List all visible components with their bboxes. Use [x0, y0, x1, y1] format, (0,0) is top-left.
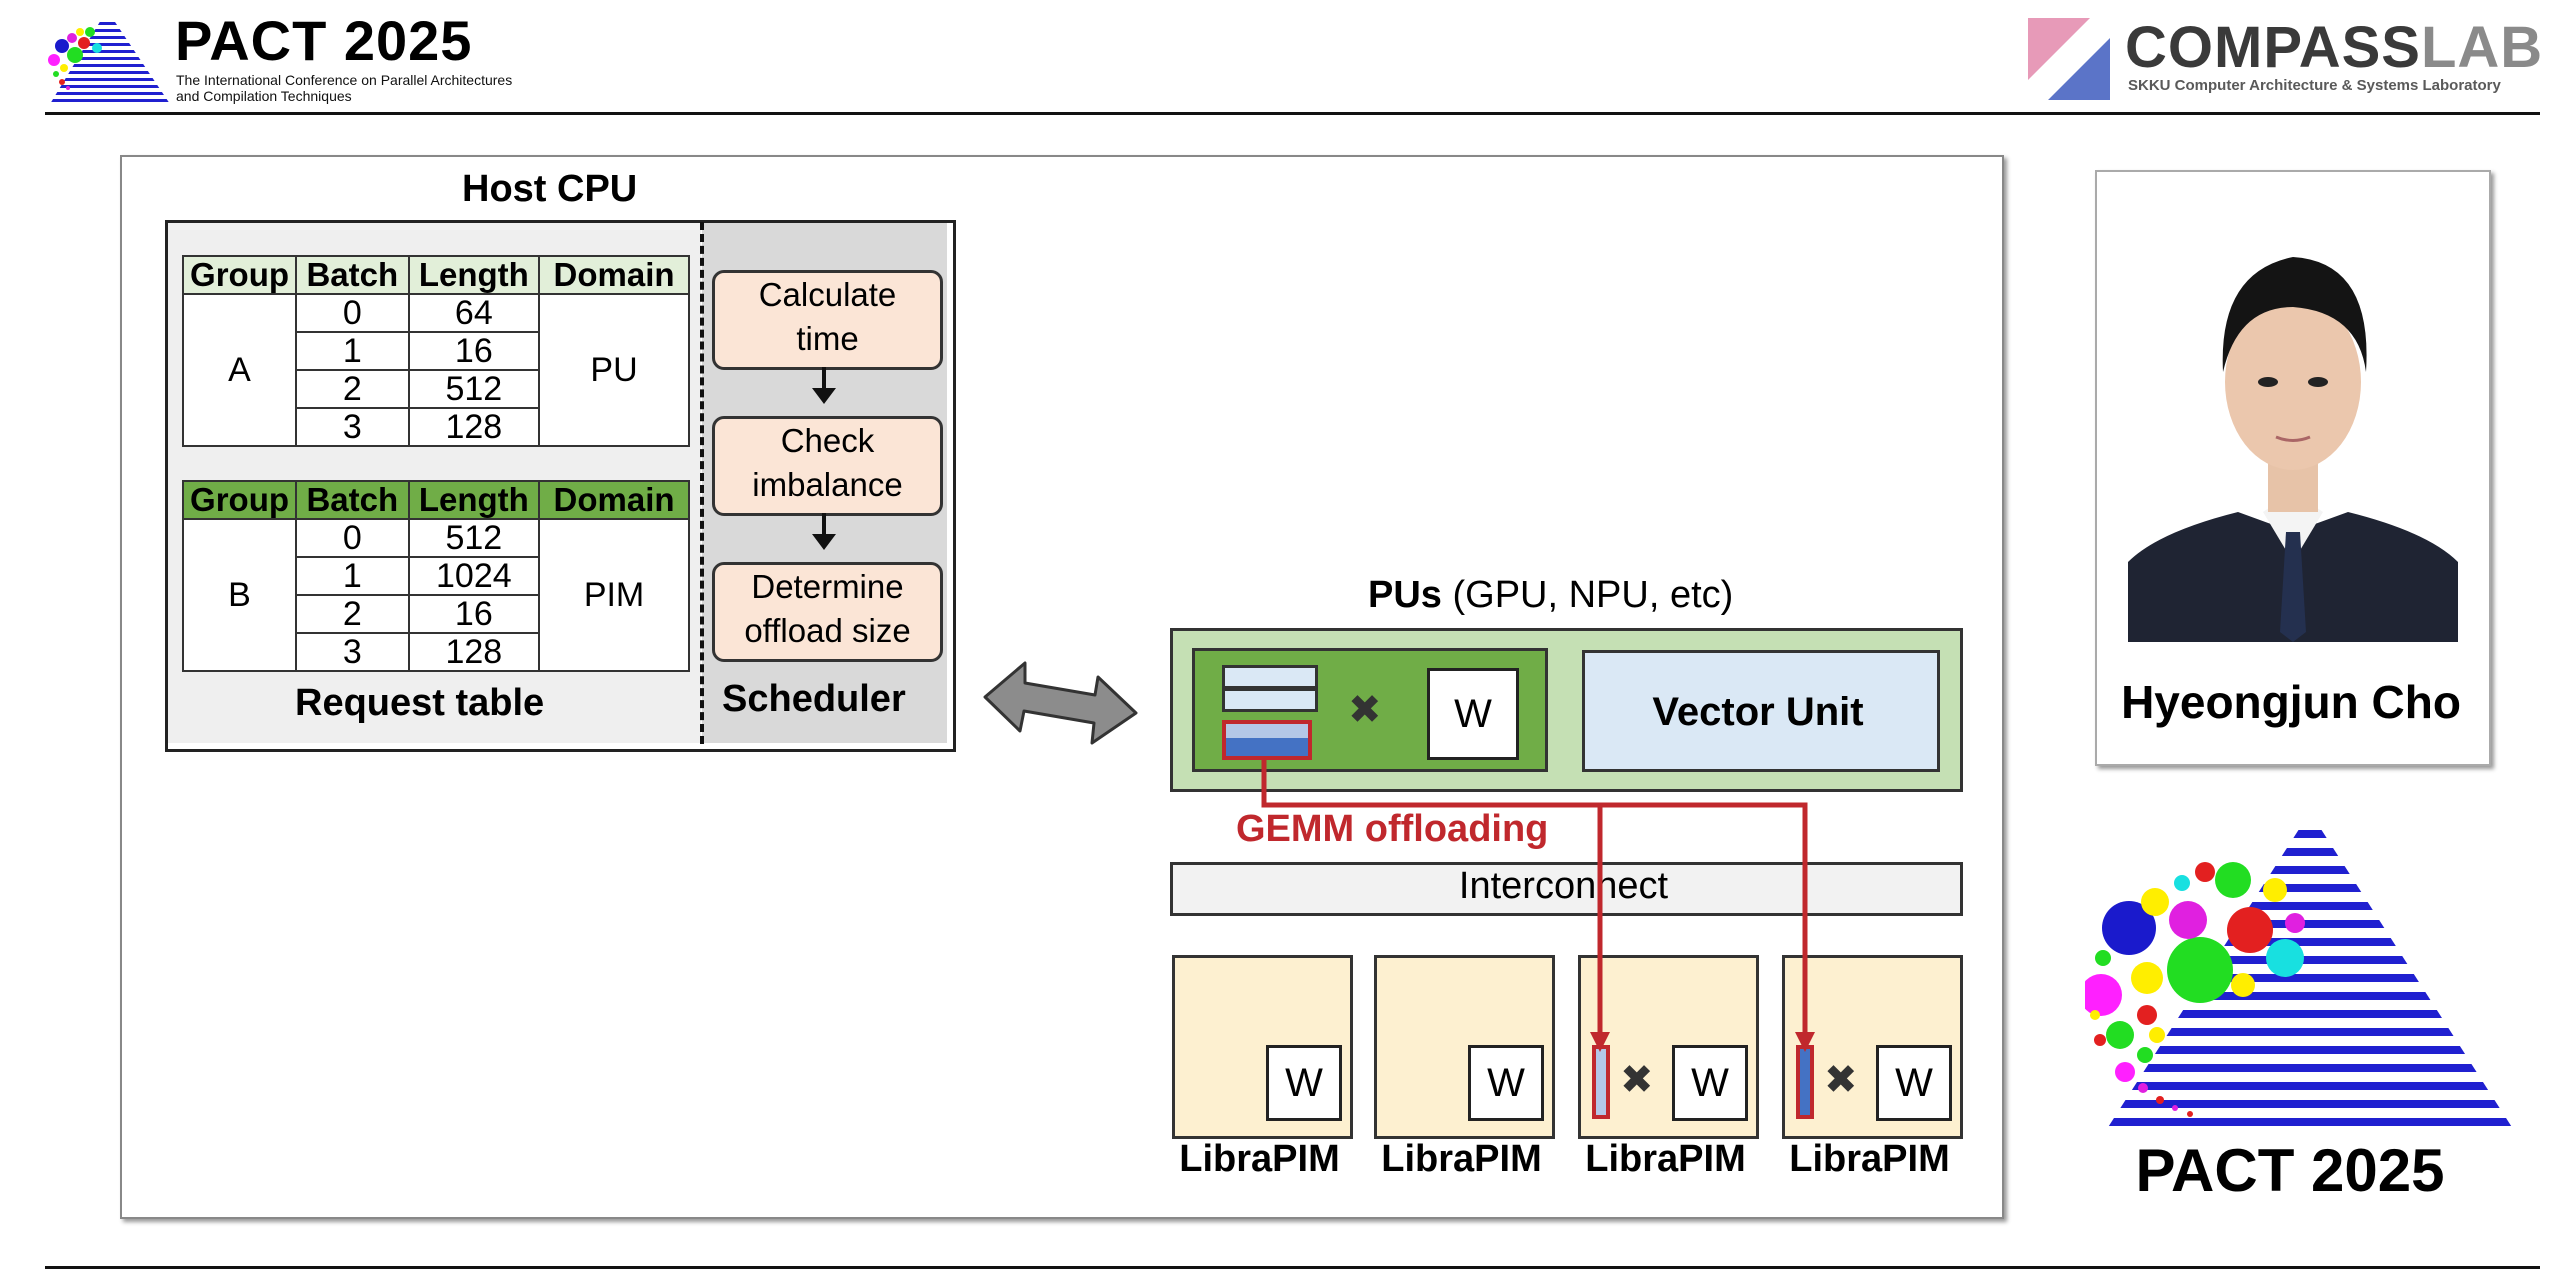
speaker-photo — [2128, 232, 2458, 642]
length-cell: 64 — [407, 293, 541, 333]
pus-title-rest: (GPU, NPU, etc) — [1441, 574, 1734, 616]
batch-cell: 3 — [295, 632, 410, 672]
lab-name: COMPASSLAB — [2125, 14, 2543, 81]
batch-cell: 1 — [295, 331, 410, 371]
domain-cell: PIM — [538, 518, 690, 672]
vector-unit — [1582, 650, 1940, 772]
step-check-imbalance: Check imbalance — [712, 416, 943, 516]
header-divider — [45, 112, 2540, 115]
header-length: Length — [407, 480, 541, 520]
pus-title: PUs (GPU, NPU, etc) — [1368, 574, 1733, 617]
request-table-label: Request table — [295, 682, 545, 724]
step-arrow-2 — [822, 513, 826, 535]
header-group: Group — [181, 255, 298, 295]
arrow-head-icon — [812, 388, 836, 404]
scheduler-divider — [700, 222, 704, 744]
batch-cell: 3 — [295, 407, 410, 447]
interconnect-bar — [1170, 862, 1963, 916]
length-cell: 512 — [407, 518, 541, 558]
header-batch: Batch — [295, 255, 410, 295]
step-arrow-1 — [822, 367, 826, 389]
multiply-icon: ✖ — [1824, 1058, 1858, 1102]
batch-cell: 0 — [295, 293, 410, 333]
lab-name-part2: LAB — [2420, 15, 2544, 80]
conference-title: PACT 2025 — [175, 9, 473, 72]
compasslab-logo-icon — [2028, 18, 2110, 100]
weight-box: W — [1876, 1045, 1952, 1121]
length-cell: 512 — [407, 369, 541, 409]
header-domain: Domain — [538, 480, 690, 520]
step-determine-offload-size: Determine offload size — [712, 562, 943, 662]
weight-box: W — [1468, 1045, 1544, 1121]
footer-conference-title: PACT 2025 — [2135, 1137, 2445, 1204]
header-group: Group — [181, 480, 298, 520]
step-line: Calculate — [758, 276, 897, 313]
header-domain: Domain — [538, 255, 690, 295]
step-line: time — [796, 320, 859, 357]
librapim-label: LibraPIM — [1585, 1138, 1746, 1180]
arrow-head-icon — [812, 534, 836, 550]
table-row: A 0 64 PU — [181, 293, 690, 447]
librapim-label: LibraPIM — [1381, 1138, 1542, 1180]
step-calculate-time: Calculate time — [712, 270, 943, 370]
lab-subtitle: SKKU Computer Architecture & Systems Lab… — [2128, 77, 2501, 94]
pus-title-bold: PUs — [1368, 574, 1442, 616]
domain-cell: PU — [538, 293, 690, 447]
length-cell: 16 — [407, 594, 541, 634]
input-tile-middle — [1222, 688, 1318, 712]
pact-logo-small — [42, 8, 172, 104]
scheduler-label: Scheduler — [722, 678, 906, 720]
table-header-row: Group Batch Length Domain — [181, 255, 690, 295]
weight-box: W — [1672, 1045, 1748, 1121]
step-line: imbalance — [752, 466, 903, 503]
header-length: Length — [407, 255, 541, 295]
group-cell: B — [181, 518, 298, 672]
batch-cell: 1 — [295, 556, 410, 596]
step-line: Determine — [751, 568, 904, 605]
librapim-label: LibraPIM — [1789, 1138, 1950, 1180]
header-batch: Batch — [295, 480, 410, 520]
lab-name-part1: COMPASS — [2125, 15, 2421, 80]
speaker-name: Hyeongjun Cho — [2121, 676, 2461, 728]
batch-cell: 0 — [295, 518, 410, 558]
interconnect-label: Interconnect — [1458, 865, 1669, 907]
input-tile-offloaded-band — [1226, 724, 1308, 738]
host-cpu-title: Host CPU — [462, 168, 638, 210]
step-line: Check — [780, 422, 875, 459]
weight-box: W — [1427, 668, 1519, 760]
batch-cell: 2 — [295, 369, 410, 409]
conference-subtitle-line1: The International Conference on Parallel… — [176, 72, 513, 88]
footer-divider — [45, 1266, 2540, 1269]
conference-subtitle-line2: and Compilation Techniques — [176, 88, 352, 104]
length-cell: 16 — [407, 331, 541, 371]
length-cell: 1024 — [407, 556, 541, 596]
group-cell: A — [181, 293, 298, 447]
pact-logo-large — [2080, 810, 2525, 1140]
weight-box: W — [1266, 1045, 1342, 1121]
bidirectional-arrow-icon — [980, 655, 1140, 750]
offload-route-lines — [1160, 740, 1980, 1060]
multiply-icon: ✖ — [1620, 1058, 1654, 1102]
table-header-row: Group Batch Length Domain — [181, 480, 690, 520]
input-tile-top — [1222, 665, 1318, 689]
length-cell: 128 — [407, 407, 541, 447]
step-line: offload size — [744, 612, 911, 649]
table-row: B 0 512 PIM — [181, 518, 690, 672]
vector-unit-label: Vector Unit — [1652, 690, 1864, 734]
librapim-label: LibraPIM — [1179, 1138, 1340, 1180]
gemm-offloading-label: GEMM offloading — [1236, 808, 1549, 850]
multiply-icon: ✖ — [1348, 688, 1382, 732]
batch-cell: 2 — [295, 594, 410, 634]
length-cell: 128 — [407, 632, 541, 672]
